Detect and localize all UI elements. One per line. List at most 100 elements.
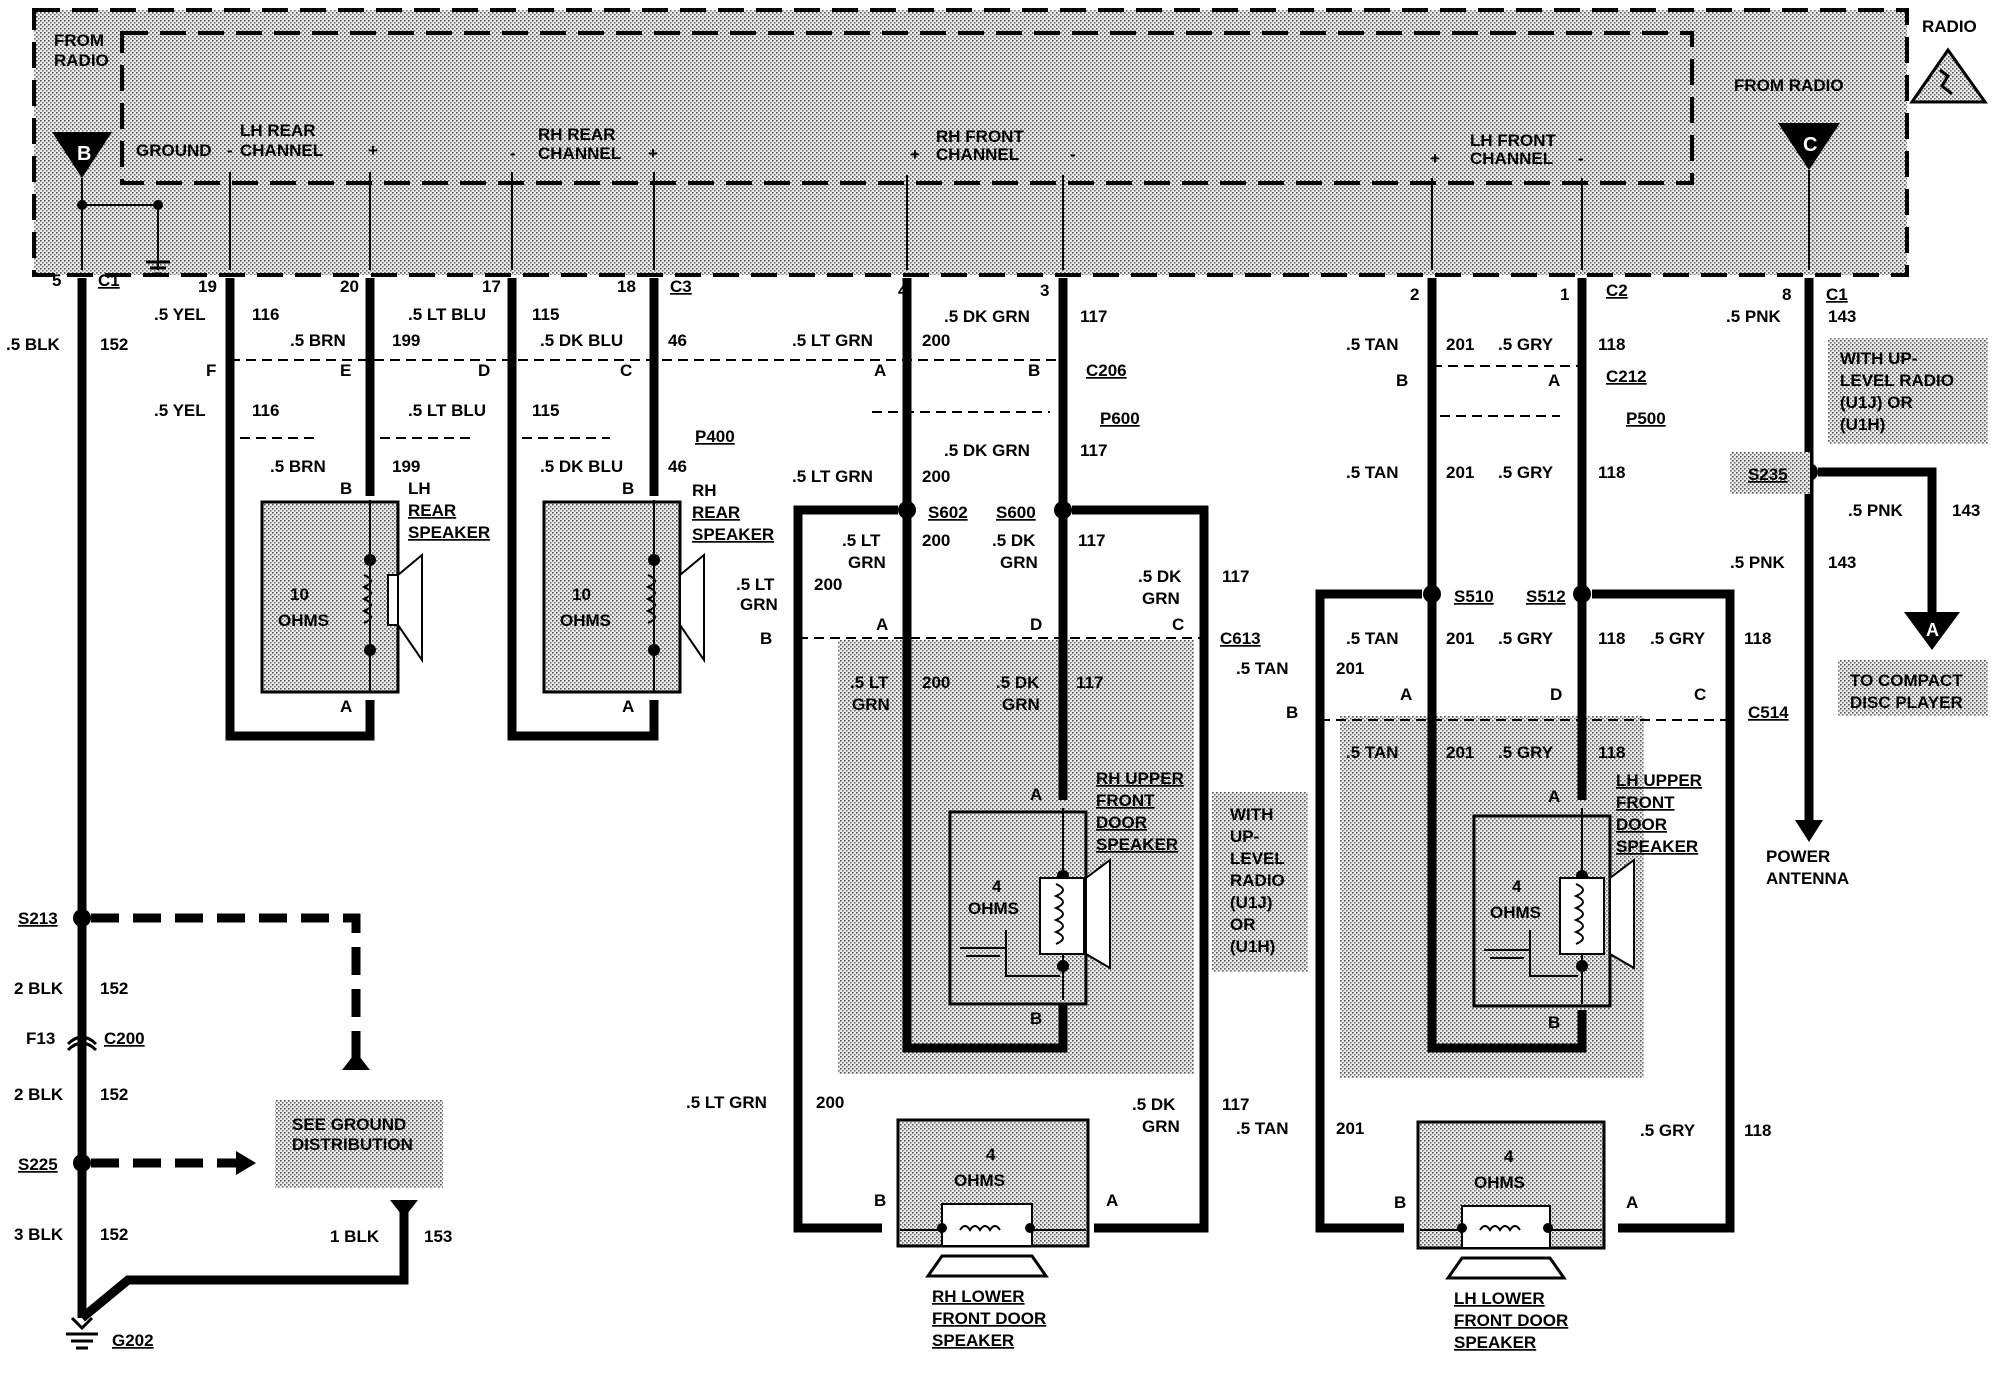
wire-116-1: 116 (252, 305, 279, 324)
lh-front-channel-1: LH FRONT (1470, 131, 1557, 150)
c514-pin-d: D (1550, 685, 1562, 704)
wire-dk-2: .5 DK (1138, 567, 1182, 586)
rh-lower-label-2: FRONT DOOR (932, 1309, 1046, 1328)
wire-201-3: 201 (1446, 629, 1474, 648)
c613-pin-b: B (760, 629, 772, 648)
lh-lower-ohms: OHMS (1474, 1173, 1525, 1192)
splice-s600: S600 (996, 503, 1036, 522)
uplevel-radio-note-top: WITH UP- LEVEL RADIO (U1J) OR (U1H) (1828, 338, 1988, 444)
wire-grn-1: GRN (848, 553, 886, 572)
wire-pnk-2: .5 PNK (1848, 501, 1904, 520)
splice-s512: S512 (1526, 587, 1566, 606)
rh-upper-pin-a: A (1030, 785, 1042, 804)
lh-upper-label-4: SPEAKER (1616, 837, 1698, 856)
lh-lower-pin-a: A (1626, 1193, 1638, 1212)
wire-200-1: 200 (922, 331, 950, 350)
wire-199-2: 199 (392, 457, 420, 476)
wire-201-5: 201 (1446, 743, 1474, 762)
rh-front-minus: - (1070, 145, 1076, 164)
wire-201-6: 201 (1336, 1119, 1364, 1138)
splice-s235: S235 (1748, 465, 1788, 484)
wire-153: 153 (424, 1227, 452, 1246)
svg-text:(U1H): (U1H) (1840, 415, 1885, 434)
power-antenna-2: ANTENNA (1766, 869, 1849, 888)
splice-s510: S510 (1454, 587, 1494, 606)
wire-yel-2: .5 YEL (154, 401, 206, 420)
c206-pin-f: F (206, 361, 216, 380)
lh-lower-label-3: SPEAKER (1454, 1333, 1536, 1352)
wire-118-1: 118 (1598, 335, 1625, 354)
wire-ltblu-1: .5 LT BLU (408, 305, 486, 324)
wire-200-2: 200 (922, 467, 950, 486)
svg-text:DISTRIBUTION: DISTRIBUTION (292, 1135, 413, 1154)
svg-text:LEVEL RADIO: LEVEL RADIO (1840, 371, 1954, 390)
svg-text:WITH: WITH (1230, 805, 1273, 824)
rh-upper-ohms-value: 4 (992, 877, 1002, 896)
c514-pin-b: B (1286, 703, 1298, 722)
rh-front-channel-2: CHANNEL (936, 145, 1019, 164)
splice-s225: S225 (18, 1155, 58, 1174)
wire-blk-1: .5 BLK (6, 335, 61, 354)
wire-46-2: 46 (668, 457, 687, 476)
wire-grn-5: GRN (852, 695, 890, 714)
wire-ltblu-2: .5 LT BLU (408, 401, 486, 420)
wire-lt-1: .5 LT (842, 531, 881, 550)
lh-rear-pin-a: A (340, 697, 352, 716)
rh-rear-pin-a: A (622, 697, 634, 716)
wire-grn-2: GRN (1000, 553, 1038, 572)
rh-upper-front-speaker (948, 808, 1111, 1006)
lh-front-minus: - (1578, 149, 1584, 168)
wire-tan-2: .5 TAN (1346, 463, 1399, 482)
c212-pin-a: A (1548, 371, 1560, 390)
wire-200-6: 200 (816, 1093, 844, 1112)
lh-upper-pin-a: A (1548, 787, 1560, 806)
antenna-wiring: A (1795, 278, 1960, 842)
wire-201-1: 201 (1446, 335, 1474, 354)
a-reference-icon: A (1926, 620, 1939, 640)
svg-text:WITH UP-: WITH UP- (1840, 349, 1917, 368)
power-antenna-1: POWER (1766, 847, 1830, 866)
wire-gry-2: .5 GRY (1498, 463, 1554, 482)
svg-text:C: C (1803, 134, 1817, 156)
rh-lower-ohms: OHMS (954, 1171, 1005, 1190)
wire-tan-6: .5 TAN (1236, 1119, 1289, 1138)
wire-grn-4: GRN (1142, 589, 1180, 608)
rh-lower-ohms-value: 4 (986, 1145, 996, 1164)
wire-ltgrn-3: .5 LT GRN (686, 1093, 767, 1112)
wire-gry-5: .5 GRY (1498, 743, 1554, 762)
conn-c1-right: C1 (1826, 285, 1848, 304)
radio-unit (32, 8, 1909, 277)
rh-rear-minus: - (510, 144, 516, 163)
rh-upper-ohms: OHMS (968, 899, 1019, 918)
conn-c2: C2 (1606, 281, 1628, 300)
conn-p500: P500 (1626, 409, 1666, 428)
c206-pin-c: C (620, 361, 632, 380)
lh-rear-label-3: SPEAKER (408, 523, 490, 542)
svg-text:SEE GROUND: SEE GROUND (292, 1115, 406, 1134)
lh-rear-channel-1: LH REAR (240, 121, 316, 140)
wire-152-4: 152 (100, 1225, 128, 1244)
lh-rear-label-1: LH (408, 479, 431, 498)
wire-3blk: 3 BLK (14, 1225, 64, 1244)
conn-c200: C200 (104, 1029, 145, 1048)
rh-lower-label-1: RH LOWER (932, 1287, 1025, 1306)
wire-grn-7: GRN (1142, 1117, 1180, 1136)
wire-yel-1: .5 YEL (154, 305, 206, 324)
wire-117-1: 117 (1080, 307, 1107, 326)
wire-dk-3: .5 DK (996, 673, 1040, 692)
pin-2: 2 (1410, 285, 1419, 304)
wire-pnk-1: .5 PNK (1726, 307, 1782, 326)
svg-text:RADIO: RADIO (1230, 871, 1285, 890)
pin-17: 17 (482, 277, 501, 296)
pin-19: 19 (198, 277, 217, 296)
wire-ltgrn-2: .5 LT GRN (792, 467, 873, 486)
rh-rear-label-3: SPEAKER (692, 525, 774, 544)
wire-2blk-2: 2 BLK (14, 1085, 64, 1104)
pin-5: 5 (52, 271, 61, 290)
wire-143-3: 143 (1828, 553, 1856, 572)
pin-f13: F13 (26, 1029, 55, 1048)
wire-117-5: 117 (1076, 673, 1103, 692)
esd-warning-icon (1909, 47, 1988, 104)
rh-rear-pin-b: B (622, 479, 634, 498)
